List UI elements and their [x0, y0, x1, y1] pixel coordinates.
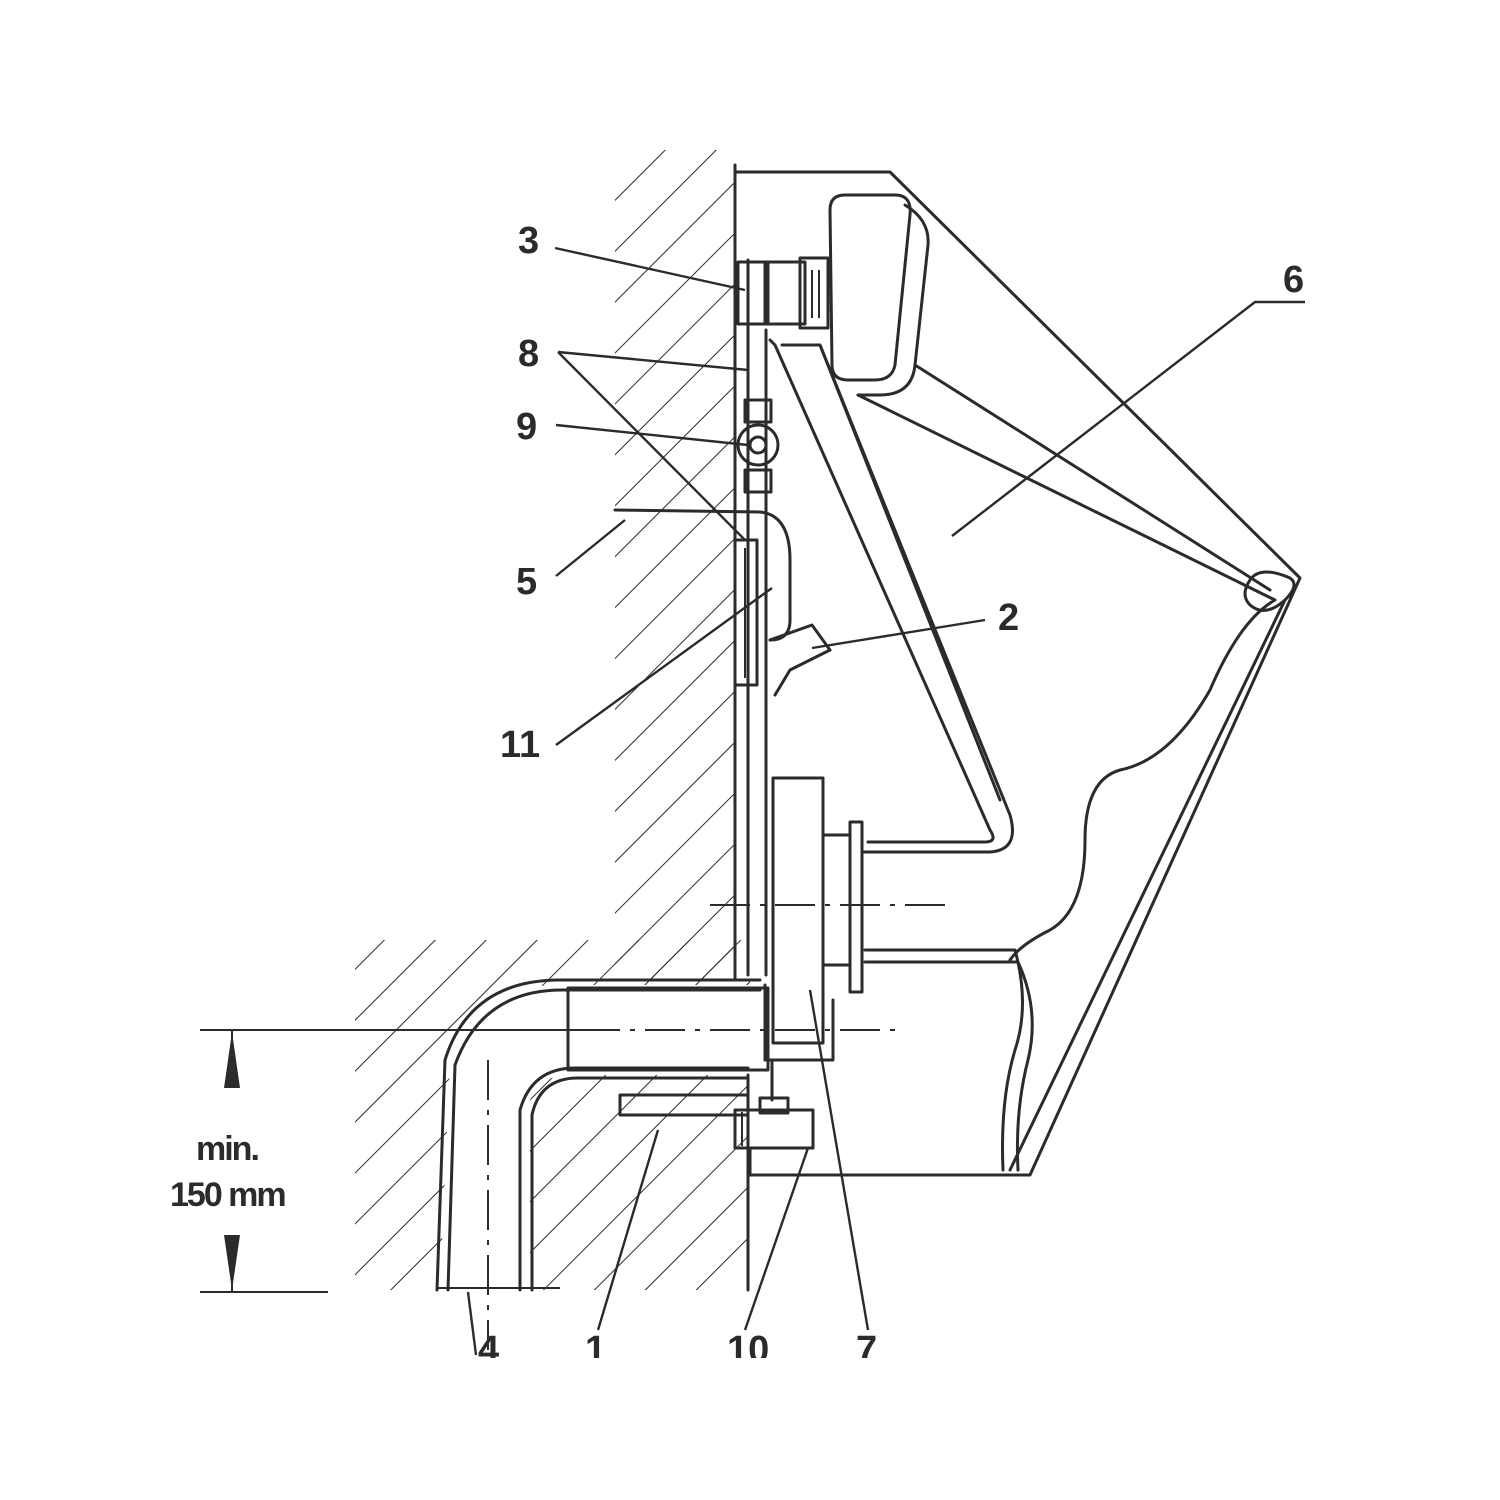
dimension-label-value: 150 mm	[170, 1176, 285, 1214]
flush-connection	[736, 256, 830, 330]
dimension-lines	[200, 1029, 580, 1293]
leader-lines	[466, 246, 1305, 1356]
stop-valve	[736, 398, 780, 494]
callout-8: 8	[518, 333, 539, 375]
callout-labels: 3 8 9 5 11 6 2 4 1 10 7	[478, 220, 1304, 1371]
supply-pipe	[746, 258, 768, 977]
callout-3: 3	[518, 220, 539, 262]
floor-fixing	[618, 1060, 815, 1177]
callout-11: 11	[500, 724, 540, 766]
drain-pipe	[435, 978, 770, 1350]
dimension-arrow-down	[224, 1235, 240, 1290]
callout-6: 6	[1283, 259, 1304, 301]
wall-hatching	[355, 150, 750, 1290]
mounting-bracket	[613, 508, 832, 697]
urinal-body	[733, 170, 1302, 1177]
callout-5: 5	[516, 561, 537, 603]
dimension-label-min: min.	[196, 1130, 258, 1168]
dimension-arrow-up	[224, 1032, 240, 1088]
bottom-crop	[0, 1358, 1500, 1500]
callout-2: 2	[998, 597, 1019, 639]
callout-9: 9	[516, 406, 537, 448]
